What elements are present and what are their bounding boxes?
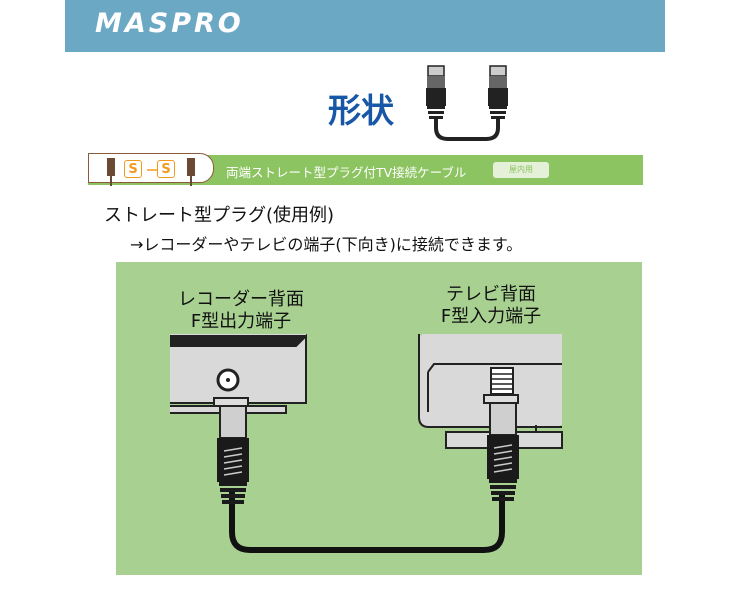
plug-connectors-icon bbox=[107, 158, 195, 186]
plug-s-left: S bbox=[124, 160, 142, 178]
plug-s-right: S bbox=[157, 160, 175, 178]
recorder-label-line2: F型出力端子 bbox=[190, 311, 292, 332]
tv-device bbox=[418, 334, 563, 449]
recorder-device bbox=[170, 333, 307, 414]
product-name: 両端ストレート型プラグ付TV接続ケーブル bbox=[226, 165, 467, 180]
recorder-label: レコーダー背面 F型出力端子 bbox=[171, 289, 311, 333]
usage-diagram: レコーダー背面 F型出力端子 テレビ背面 F型入力端子 bbox=[116, 262, 642, 575]
shape-title: 形状 bbox=[328, 91, 394, 130]
cable bbox=[229, 492, 505, 553]
f-plugs bbox=[217, 402, 519, 504]
connection-illustration bbox=[170, 333, 563, 553]
tv-label: テレビ背面 F型入力端子 bbox=[421, 284, 561, 328]
tv-label-line1: テレビ背面 bbox=[446, 284, 536, 305]
tv-label-line2: F型入力端子 bbox=[440, 306, 542, 327]
usage-description: →レコーダーやテレビの端子(下向き)に接続できます。 bbox=[130, 235, 523, 254]
plug-type-box: S S bbox=[88, 153, 214, 186]
indoor-badge: 屋内用 bbox=[493, 162, 549, 178]
recorder-label-line1: レコーダー背面 bbox=[178, 289, 304, 310]
cable-icon bbox=[426, 65, 508, 141]
maspro-logo: MASPRO bbox=[95, 8, 244, 39]
usage-heading: ストレート型プラグ(使用例) bbox=[104, 205, 335, 226]
header-bar: MASPRO bbox=[65, 0, 665, 52]
